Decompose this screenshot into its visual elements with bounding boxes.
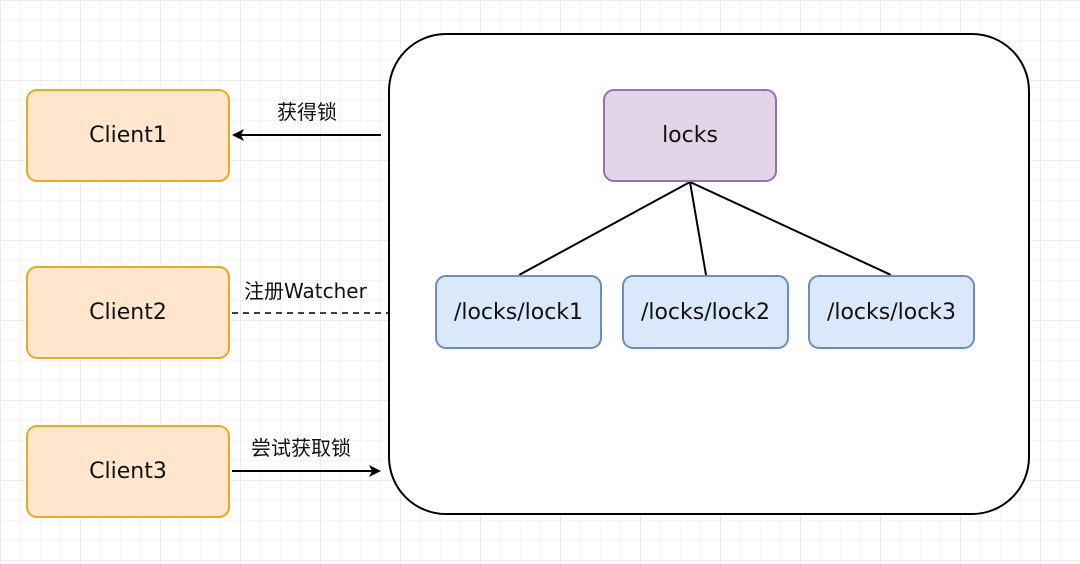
client2-node[interactable]: Client2 <box>26 266 230 359</box>
lock2-label: /locks/lock2 <box>640 299 771 325</box>
locks-root-node[interactable]: locks <box>603 89 777 182</box>
lock1-node[interactable]: /locks/lock1 <box>435 275 602 349</box>
client3-label: Client3 <box>89 459 167 484</box>
client2-label: Client2 <box>89 300 167 325</box>
locks-root-label: locks <box>662 123 718 148</box>
lock2-node[interactable]: /locks/lock2 <box>622 275 789 349</box>
lock3-node[interactable]: /locks/lock3 <box>808 275 975 349</box>
lock3-label: /locks/lock3 <box>826 299 957 325</box>
lock1-label: /locks/lock1 <box>453 299 584 325</box>
client3-node[interactable]: Client3 <box>26 425 230 518</box>
client1-node[interactable]: Client1 <box>26 89 230 182</box>
client1-label: Client1 <box>89 123 167 148</box>
edge-label-watch: 注册Watcher <box>244 279 367 303</box>
edge-label-acquired: 获得锁 <box>277 100 337 124</box>
edge-label-try-acquire: 尝试获取锁 <box>251 436 351 460</box>
